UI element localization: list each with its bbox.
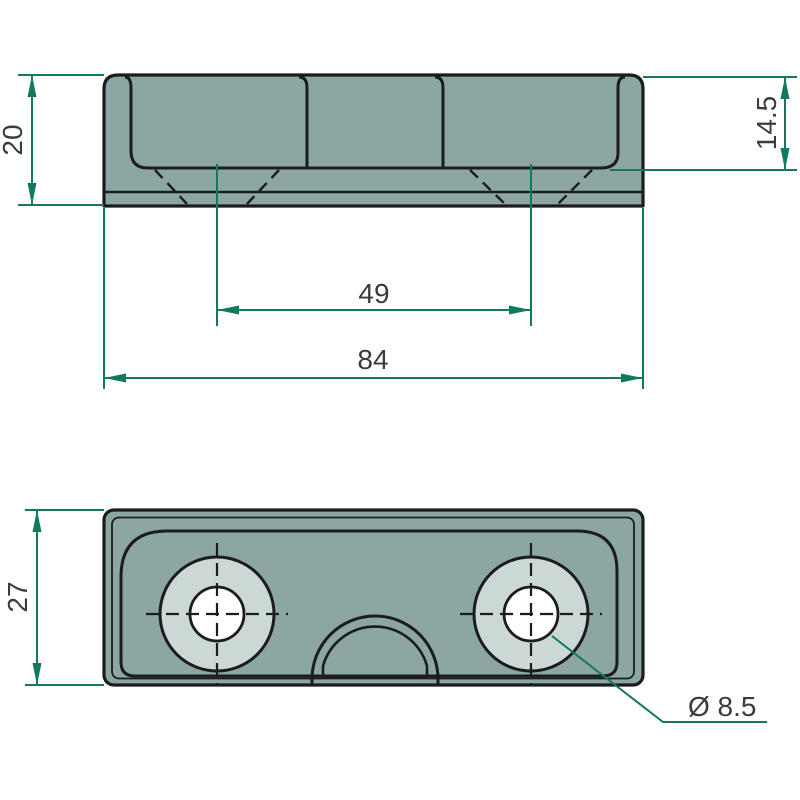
dim-overall-length: 84 — [103, 208, 644, 389]
cavity-divider-right — [434, 75, 445, 168]
dim-27-arrow-bottom — [32, 663, 42, 685]
pocket-outline — [119, 529, 619, 678]
dim-20-arrow-top — [27, 75, 37, 97]
dim-49-arrow-right — [509, 305, 531, 315]
arch-inner — [321, 625, 429, 679]
arch-outer — [310, 614, 440, 684]
dim-14-5-arrow-top — [780, 77, 790, 99]
recess-cavity-outline — [124, 75, 626, 170]
dim-text-recess-depth: 14.5 — [751, 96, 782, 151]
dim-20-arrow-bottom — [27, 183, 37, 205]
countersink-hidden-right — [469, 169, 593, 205]
dim-14-5-extension-lines — [610, 76, 797, 171]
dim-27-extension-lines — [25, 509, 104, 686]
dim-hole-spacing: 49 — [217, 278, 531, 315]
leader-hole-diameter: Ø 8.5 — [551, 635, 767, 723]
dim-84-extension-lines — [103, 208, 644, 389]
dim-84-arrow-right — [621, 373, 643, 383]
dim-text-hole-spacing: 49 — [358, 278, 389, 309]
dim-text-overall-length: 84 — [357, 344, 388, 375]
countersink-hidden-left — [154, 169, 280, 205]
cavity-divider-left — [298, 75, 309, 168]
dim-recess-depth: 14.5 — [610, 76, 797, 171]
rim-line — [111, 516, 635, 680]
dim-text-hole-diameter: Ø 8.5 — [688, 691, 756, 722]
dim-14-5-arrow-bottom — [780, 148, 790, 170]
dim-overall-width: 27 — [2, 509, 104, 686]
side-body-outline — [102, 73, 645, 208]
side-view — [102, 73, 645, 326]
dim-body-height: 20 — [0, 74, 104, 206]
dim-49-arrow-left — [217, 305, 239, 315]
dim-27-arrow-top — [32, 510, 42, 532]
crosshair-left — [146, 543, 288, 686]
bottom-view — [102, 508, 645, 687]
dim-text-body-height: 20 — [0, 124, 28, 155]
leader-line — [551, 635, 767, 723]
dim-84-arrow-left — [104, 373, 126, 383]
dim-text-overall-width: 27 — [2, 581, 33, 612]
crosshair-right — [460, 543, 602, 686]
